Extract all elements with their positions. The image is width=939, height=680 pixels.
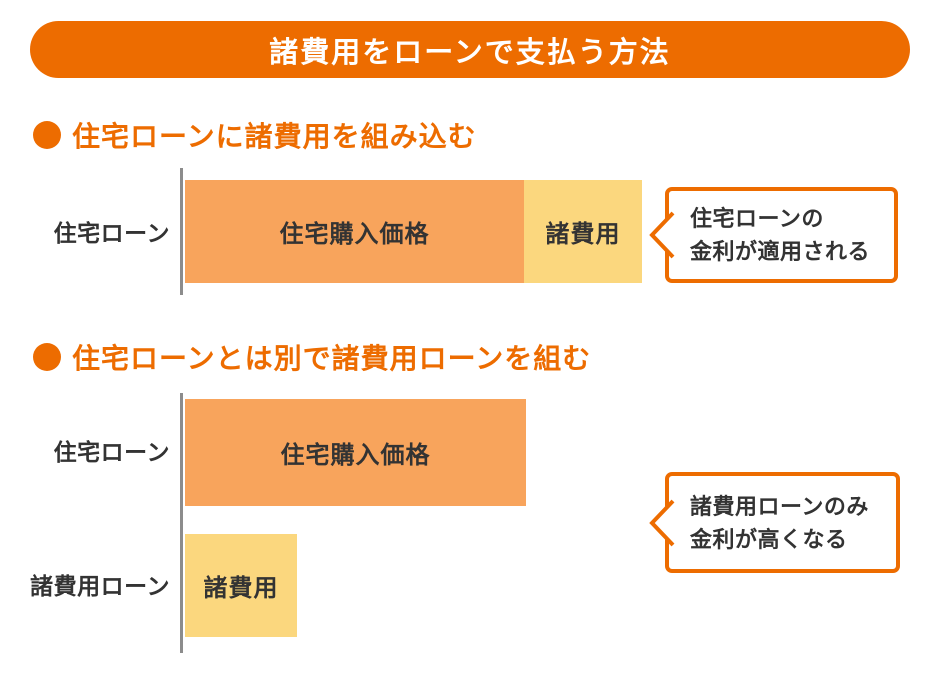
row-label-home-loan: 住宅ローン (53, 220, 170, 246)
callout2-line1: 諸費用ローンのみ (690, 493, 869, 519)
bar-segment-fees: 諸費用 (185, 534, 297, 637)
bar-segment-fees: 諸費用 (524, 180, 642, 283)
callout-bubble-1: 住宅ローンの 金利が適用される (649, 187, 898, 283)
axis-line (180, 393, 183, 653)
page-title: 諸費用をローンで支払う方法 (269, 36, 671, 69)
bar-home-loan: 住宅購入価格 (185, 399, 526, 506)
axis-line (180, 168, 183, 295)
section1-heading: 住宅ローンに諸費用を組み込む (33, 118, 477, 152)
row-label-home-loan: 住宅ローン (53, 439, 170, 465)
row-label-fees-loan: 諸費用ローン (30, 573, 170, 599)
title-banner: 諸費用をローンで支払う方法 (30, 21, 910, 78)
bar-segment-purchase-price: 住宅購入価格 (185, 180, 524, 283)
bullet-circle-icon (33, 121, 61, 149)
bullet-circle-icon (33, 343, 61, 371)
bar-home-loan: 住宅購入価格 諸費用 (185, 180, 642, 283)
section2-heading-label: 住宅ローンとは別で諸費用ローンを組む (72, 343, 592, 374)
bubble-tail-icon (649, 211, 675, 259)
callout2-line2: 金利が高くなる (690, 526, 848, 552)
section2-heading: 住宅ローンとは別で諸費用ローンを組む (33, 340, 591, 374)
callout1-line1: 住宅ローンの (690, 206, 824, 231)
bar-fees-loan: 諸費用 (185, 534, 297, 637)
callout-bubble-2: 諸費用ローンのみ 金利が高くなる (649, 472, 900, 573)
bar-segment-purchase-price: 住宅購入価格 (185, 399, 526, 506)
callout1-line2: 金利が適用される (690, 239, 871, 264)
bubble-tail-icon (649, 499, 675, 546)
section1-heading-label: 住宅ローンに諸費用を組み込む (72, 121, 477, 152)
